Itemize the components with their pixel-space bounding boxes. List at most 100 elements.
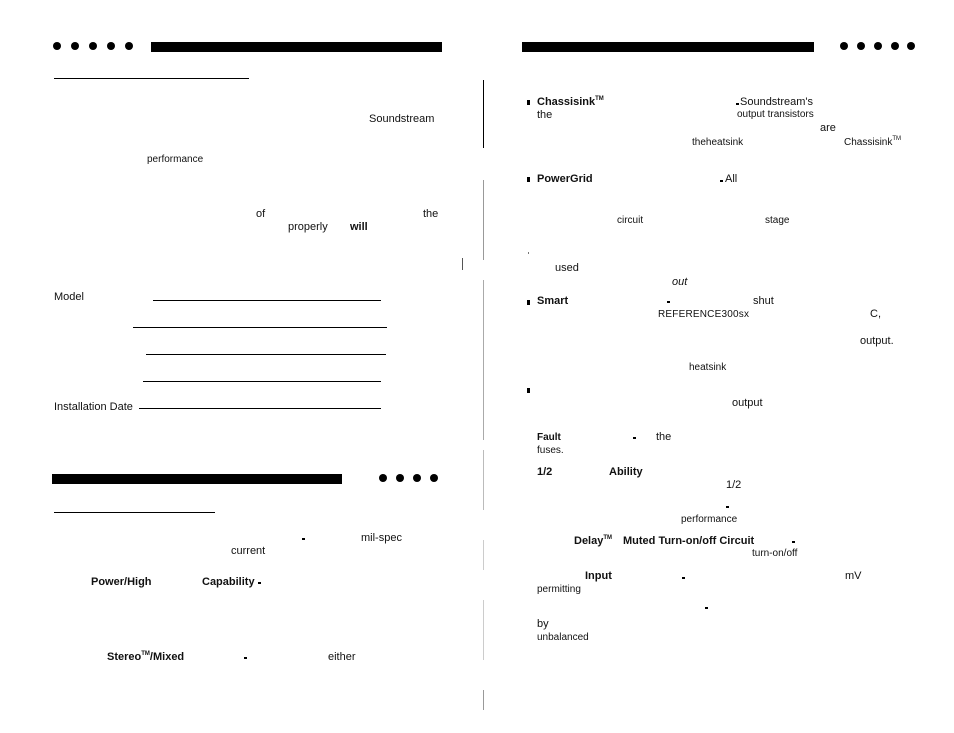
fold-line: [483, 180, 484, 260]
header-dot: [89, 42, 97, 50]
fold-line: [483, 450, 484, 510]
header-dot: [53, 42, 61, 50]
shut-text: shut: [753, 295, 774, 307]
by-text: by: [537, 618, 549, 630]
fuses-text: fuses.: [537, 445, 564, 456]
output-transistors-text: output transistors: [737, 109, 814, 120]
circuit-text: circuit: [617, 215, 644, 226]
chassisink-text-2: ChassisinkTM: [844, 136, 902, 148]
stereo-text: StereoTM/Mixed: [107, 651, 185, 663]
dash-mark: [720, 180, 723, 182]
bullet-mark: [527, 100, 530, 105]
dash-mark: [244, 657, 247, 659]
performance-text: performance: [681, 514, 738, 525]
muted-heading: Muted Turn-on/off Circuit: [623, 535, 755, 547]
divider-dot: [396, 474, 404, 482]
features-heading-underline: [54, 512, 215, 513]
dash-mark: [258, 582, 261, 584]
installation-date-label: Installation Date: [54, 401, 133, 413]
the-text: the: [537, 109, 553, 121]
model-name-text: REFERENCE300sx: [658, 309, 750, 320]
header-dot: [874, 42, 882, 50]
fold-line: [483, 600, 484, 660]
capability-text: Capability: [202, 576, 255, 588]
header-dot: [891, 42, 899, 50]
turn-on-off-text: turn-on/off: [752, 548, 798, 559]
header-dot: [71, 42, 79, 50]
installation-date-field[interactable]: [139, 408, 381, 409]
the-text: the: [423, 208, 439, 220]
unbalanced-text: unbalanced: [537, 632, 589, 643]
form-field[interactable]: [143, 381, 381, 382]
powergrid-heading: PowerGrid: [537, 173, 593, 185]
chassisink-heading: ChassisinkTM: [537, 96, 604, 108]
dash-mark: [705, 607, 708, 609]
the-heatsink-text: theheatsink: [692, 137, 744, 148]
divider-dot: [379, 474, 387, 482]
half-text-2: 1/2: [726, 479, 742, 491]
input-heading: Input: [585, 570, 612, 582]
dash-mark: [302, 538, 305, 540]
chassisink-label-2: Chassisink: [844, 137, 893, 148]
fault-heading: Fault: [537, 432, 561, 443]
half-heading: 1/2: [537, 466, 553, 478]
trademark-mark: TM: [141, 651, 150, 657]
speck-mark: [528, 252, 529, 254]
dash-mark: [633, 437, 636, 439]
fold-line: [483, 690, 484, 710]
out-text: out: [672, 276, 688, 288]
mixed-label: /Mixed: [149, 651, 185, 663]
used-text: used: [555, 262, 579, 274]
trademark-mark: TM: [603, 535, 613, 541]
are-text: are: [820, 122, 836, 134]
trademark-mark: TM: [595, 96, 604, 102]
c-text: C,: [870, 308, 881, 320]
stage-text: stage: [765, 215, 790, 226]
dash-mark: [792, 541, 795, 543]
bullet-mark: [527, 177, 530, 182]
header-dot: [125, 42, 133, 50]
either-text: either: [328, 651, 356, 663]
model-field[interactable]: [153, 300, 381, 301]
of-text: of: [256, 208, 266, 220]
dash-mark: [726, 506, 729, 508]
dash-mark: [667, 301, 670, 303]
header-dot: [907, 42, 915, 50]
fold-line: [483, 80, 484, 148]
bullet-mark: [527, 388, 530, 393]
output-text: output: [732, 397, 763, 409]
fold-line: [483, 280, 484, 440]
trademark-mark: TM: [892, 136, 902, 142]
all-text: All: [725, 173, 738, 185]
will-text: will: [350, 221, 368, 233]
properly-text: properly: [288, 221, 328, 233]
header-dot: [857, 42, 865, 50]
stereo-label: Stereo: [107, 651, 142, 663]
form-field[interactable]: [146, 354, 386, 355]
right-header-bar: [522, 42, 814, 52]
delay-heading: DelayTM: [574, 535, 613, 547]
chassisink-label: Chassisink: [537, 96, 596, 108]
current-text: current: [231, 545, 266, 557]
bullet-mark: [527, 300, 530, 305]
mil-spec-text: mil-spec: [361, 532, 402, 544]
model-label: Model: [54, 291, 84, 303]
left-header-bar: [151, 42, 442, 52]
dash-mark: [736, 103, 739, 105]
performance-text: performance: [147, 154, 204, 165]
section-heading-underline: [54, 78, 249, 79]
dash-mark: [682, 577, 685, 579]
the-text-2: the: [656, 431, 672, 443]
soundstreams-text: Soundstream's: [740, 96, 814, 108]
mv-text: mV: [845, 570, 862, 582]
margin-mark: [462, 258, 463, 270]
heatsink-text: heatsink: [689, 362, 727, 373]
form-field[interactable]: [133, 327, 387, 328]
delay-label: Delay: [574, 535, 604, 547]
ability-heading: Ability: [609, 466, 643, 478]
fold-line: [483, 540, 484, 570]
permitting-text: permitting: [537, 584, 581, 595]
power-high-text: Power/High: [91, 576, 152, 588]
output-dot-text: output.: [860, 335, 894, 347]
divider-dot: [430, 474, 438, 482]
